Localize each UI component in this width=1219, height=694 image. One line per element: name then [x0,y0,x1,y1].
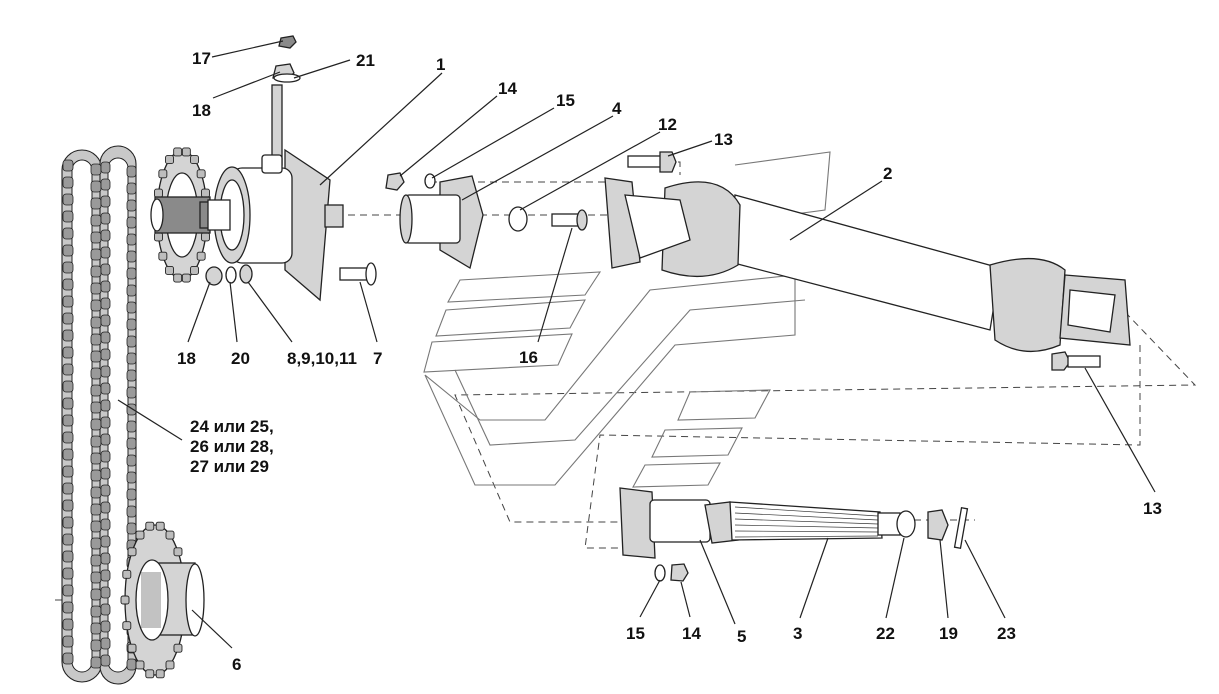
label-15-top: 15 [556,91,575,110]
label-21: 21 [356,51,375,70]
label-18-bottom: 18 [177,349,196,368]
label-23: 23 [997,624,1016,643]
label-12: 12 [658,115,677,134]
label-1: 1 [436,55,445,74]
top-fasteners [272,35,301,83]
label-15-bottom: 15 [626,624,645,643]
upper-sprocket [150,147,223,283]
label-17: 17 [192,49,211,68]
nut-washer-top [385,172,436,191]
label-chain-line-2: 26 или 28, [190,437,274,456]
label-7: 7 [373,349,382,368]
label-chain-line-3: 27 или 29 [190,457,269,476]
label-13-top: 13 [714,130,733,149]
leader-lines [117,40,1156,649]
cardan-shaft [604,177,1131,353]
gearbox-housing [207,84,344,302]
label-8-9-10-11: 8,9,10,11 [287,349,357,368]
label-6: 6 [232,655,241,674]
label-19: 19 [939,624,958,643]
pin-16 [551,209,588,231]
label-14-top: 14 [498,79,517,98]
lower-shaft-assembly [619,487,969,559]
label-2: 2 [883,164,892,183]
label-13-right: 13 [1143,499,1162,518]
bolt-13-right [1051,351,1101,371]
label-22: 22 [876,624,895,643]
callout-labels: 17 21 18 1 14 15 4 12 13 2 18 20 8,9,10,… [177,49,1162,674]
small-washers [205,264,253,286]
bolt-7 [339,262,377,286]
label-20: 20 [231,349,250,368]
label-14-bottom: 14 [682,624,701,643]
nut-washer-bottom [654,563,689,582]
label-chain-line-1: 24 или 25, [190,417,274,436]
label-5: 5 [737,627,746,646]
flange-4 [399,175,484,270]
label-18-top: 18 [192,101,211,120]
chain-rollers [62,159,137,671]
label-3: 3 [793,624,802,643]
washer-12 [508,206,528,232]
bolt-13-top [627,151,677,173]
lower-sprocket [120,521,205,679]
roller-chain [61,145,137,685]
label-16: 16 [519,348,538,367]
label-4: 4 [612,99,622,118]
